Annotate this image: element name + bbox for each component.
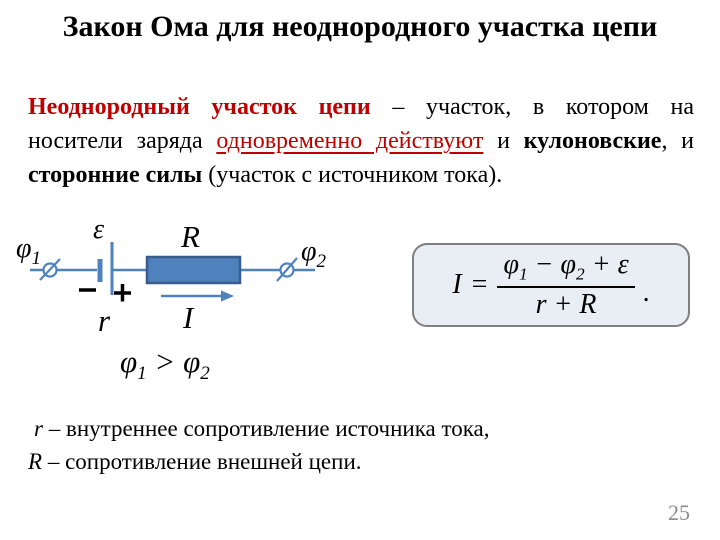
note-external-resistance: R – сопротивление внешней цепи.	[28, 445, 588, 478]
formula-num-sub1: 1	[518, 264, 528, 284]
resistor-body	[145, 255, 242, 285]
formula-num-plus: +	[584, 248, 618, 280]
phi2-label: φ2	[301, 236, 327, 272]
current-arrow-head	[221, 290, 234, 302]
battery-plate-short	[97, 259, 103, 282]
terminal-node-right-slash	[276, 257, 298, 282]
note-symbol-r: r	[34, 416, 43, 441]
formula-num-minus: −	[527, 248, 561, 280]
current-label: I	[182, 300, 195, 335]
note-internal-resistance: r – внутреннее сопротивление источника т…	[28, 412, 588, 445]
definition-line3-rest: (участок с источником тока).	[202, 162, 503, 188]
definition-line2-tail: , и	[661, 128, 694, 154]
circuit-diagram: φ1 ε r R I φ2 φ1 > φ2	[16, 214, 327, 384]
formula-numerator: φ1 − φ2 + ε	[497, 248, 635, 289]
formula-num-phi2: φ	[560, 248, 577, 280]
definition-paragraph: Неоднородный участок цепи – участок, в к…	[28, 90, 694, 192]
definition-line2-pre: носители заряда	[28, 128, 217, 154]
phi1-label: φ1	[16, 233, 41, 269]
formula-period: .	[642, 277, 650, 308]
slide-title: Закон Ома для неоднородного участка цепи	[62, 10, 658, 43]
formula-lhs: I	[452, 269, 462, 300]
formula-fraction: φ1 − φ2 + ε r + R	[497, 248, 635, 322]
formula-num-phi1: φ	[503, 248, 519, 280]
definition-line-2: носители заряда одновременно действуют и…	[28, 124, 694, 158]
formula-equals: =	[471, 269, 488, 300]
definition-line2-conj: и	[483, 128, 524, 154]
formula-num-emf: ε	[617, 248, 629, 280]
definition-line1-rest: – участок, в котором на	[370, 94, 695, 120]
note-symbol-R: R	[28, 449, 43, 474]
emf-label: ε	[93, 214, 104, 245]
definition-line-1: Неоднородный участок цепи – участок, в к…	[28, 90, 694, 124]
note-text-r: – внутреннее сопротивление источника ток…	[42, 416, 490, 441]
definition-bold-coulomb: кулоновские	[523, 128, 662, 154]
formula-denominator: r + R	[535, 289, 597, 321]
internal-resistance-label: r	[98, 303, 111, 338]
legend-notes: r – внутреннее сопротивление источника т…	[28, 412, 588, 478]
note-text-R: – сопротивление внешней цепи.	[42, 449, 362, 474]
formula-num-sub2: 2	[576, 264, 585, 284]
page-number: 25	[668, 500, 690, 525]
definition-bold-external-forces: сторонние силы	[28, 162, 203, 188]
definition-underlined-phrase: одновременно действуют	[216, 128, 484, 154]
definition-line-3: сторонние силы (участок с источником ток…	[28, 158, 694, 192]
ohms-law-formula-box: I = φ1 − φ2 + ε r + R .	[412, 243, 690, 327]
resistor-label: R	[180, 219, 200, 254]
potential-inequality: φ1 > φ2	[120, 344, 210, 384]
terminal-node-left-slash	[39, 258, 61, 281]
definition-term: Неоднородный участок цепи	[28, 94, 371, 120]
battery-plate-long	[110, 242, 114, 295]
